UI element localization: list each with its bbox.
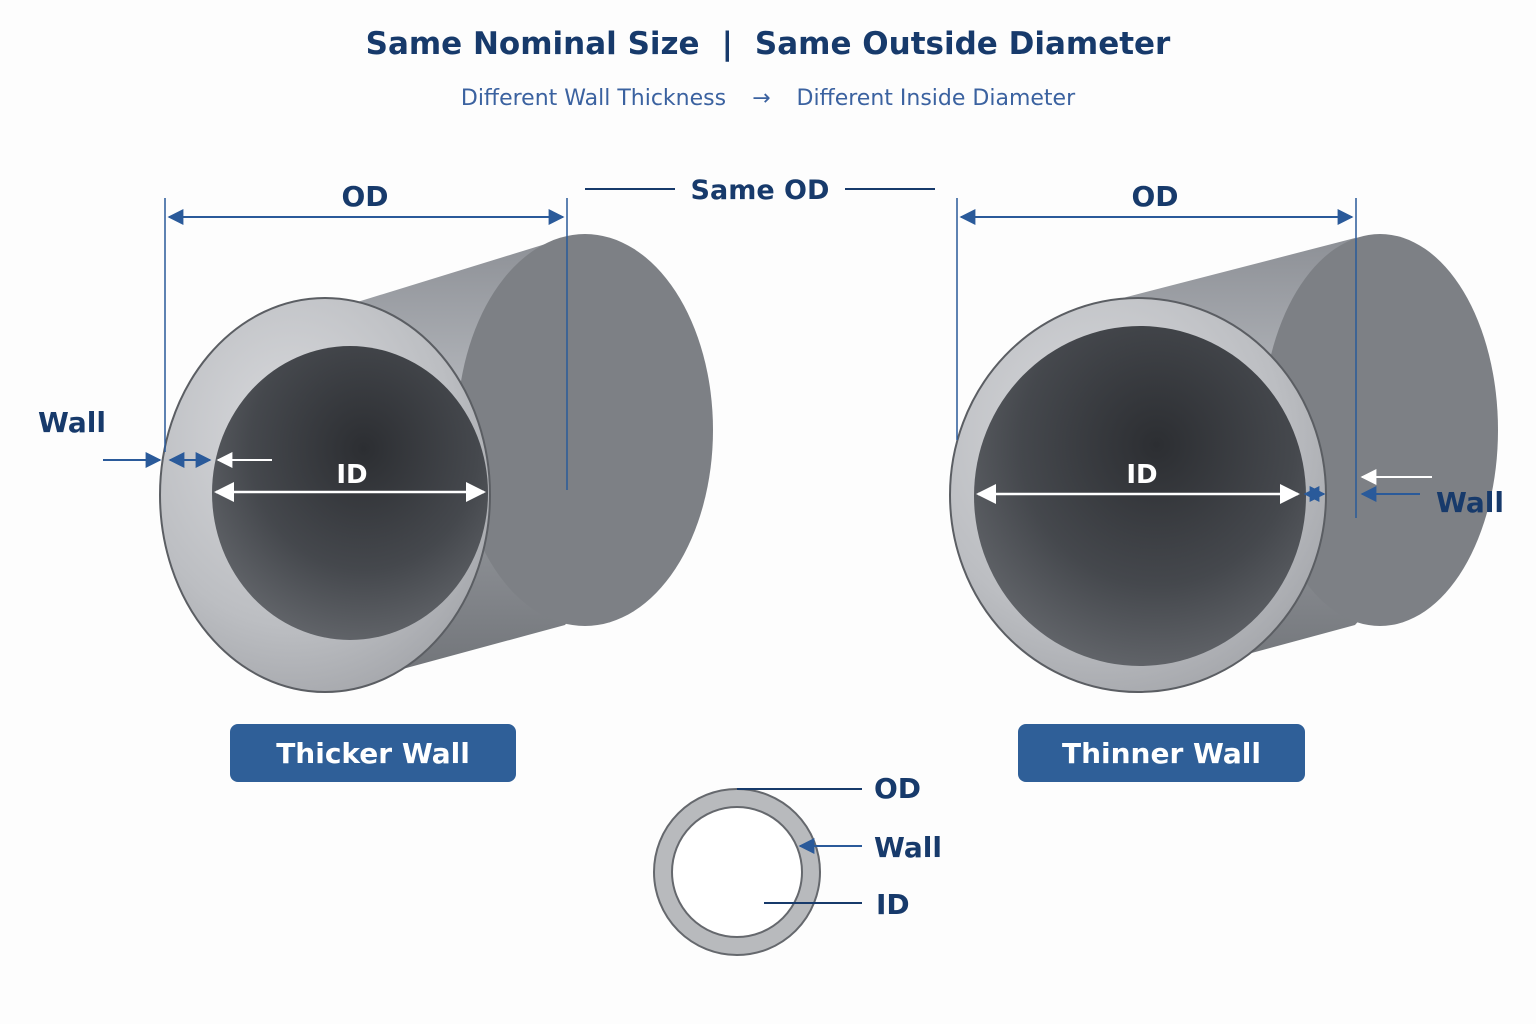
thick-pipe: OD ID Wall xyxy=(38,180,713,693)
legend-od-label: OD xyxy=(874,772,921,805)
thicker-wall-caption: Thicker Wall xyxy=(230,724,516,782)
thin-wall-label: Wall xyxy=(1436,486,1504,519)
thin-pipe-bore xyxy=(974,326,1306,666)
thin-pipe: ID OD Wall xyxy=(949,180,1504,693)
page-subtitle: Different Wall Thickness → Different Insid… xyxy=(0,86,1536,111)
thick-pipe-back-cap xyxy=(457,234,713,626)
thick-id-label: ID xyxy=(336,460,367,490)
arrow-right-icon: → xyxy=(752,86,771,111)
same-od-label: Same OD xyxy=(691,175,830,206)
same-od-callout: Same OD xyxy=(585,175,935,206)
thick-od-label: OD xyxy=(341,180,388,213)
subtitle-right: Different Inside Diameter xyxy=(796,86,1076,111)
thin-od-label: OD xyxy=(1131,180,1178,213)
thick-wall-label: Wall xyxy=(38,406,106,439)
page-title: Same Nominal Size | Same Outside Diameter xyxy=(0,26,1536,62)
legend-ring-inner-edge xyxy=(671,806,803,938)
legend-wall-label: Wall xyxy=(874,831,942,864)
title-right: Same Outside Diameter xyxy=(754,26,1171,62)
legend-ring-shape xyxy=(654,789,820,955)
thinner-wall-caption: Thinner Wall xyxy=(1018,724,1305,782)
subtitle-left: Different Wall Thickness xyxy=(460,86,727,111)
title-separator: | xyxy=(721,26,733,62)
legend-ring: OD Wall ID xyxy=(653,772,942,956)
thin-id-label: ID xyxy=(1126,460,1157,490)
title-left: Same Nominal Size xyxy=(365,26,700,62)
legend-id-label: ID xyxy=(876,888,910,921)
